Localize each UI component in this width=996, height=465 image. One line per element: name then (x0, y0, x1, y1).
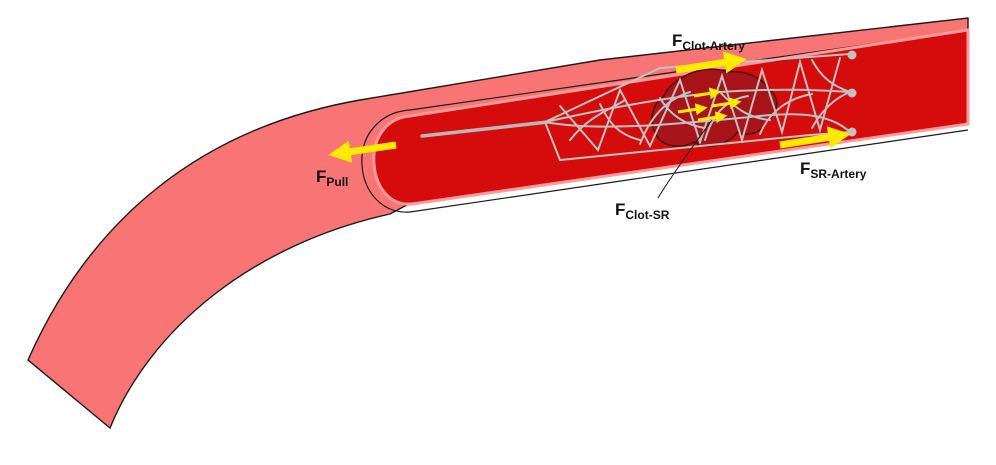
sr-artery-force-label: FSR-Artery (800, 159, 867, 181)
clot-sr-leader-line (657, 119, 713, 199)
pull-force-arrow (328, 140, 397, 163)
clot-artery-force-label: FClot-Artery (672, 31, 746, 53)
catheter-sheath (361, 29, 969, 213)
clot-artery-force-arrow (675, 51, 747, 74)
clot-sr-force-label: FClot-SR (615, 200, 670, 222)
clot-sr-force-arrows (677, 87, 742, 124)
sr-artery-force-arrow (779, 126, 851, 149)
delivery-wire (420, 120, 550, 138)
pull-force-label: FPull (316, 167, 349, 189)
